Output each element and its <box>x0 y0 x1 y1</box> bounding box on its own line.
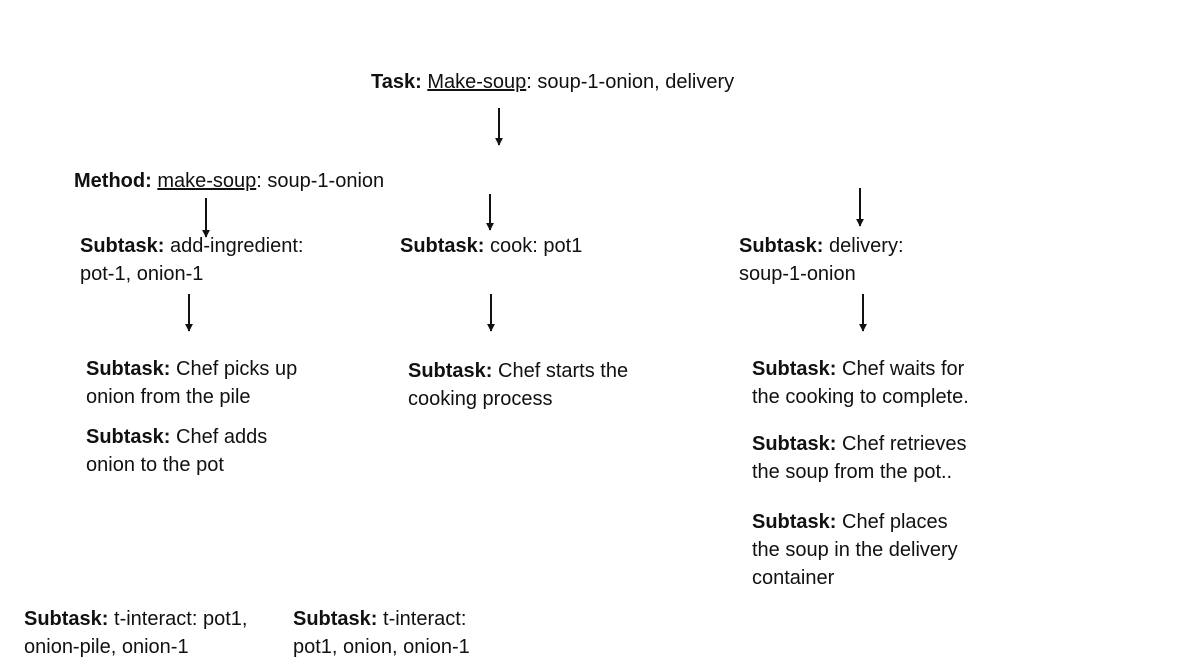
subtask-text: Chef retrieves <box>836 433 967 455</box>
task-name: Make-soup <box>427 71 527 93</box>
subtask-text: t-interact: pot1, <box>108 608 248 630</box>
subtask-label: Subtask: <box>752 511 837 533</box>
subtask-label: Subtask: <box>752 433 837 455</box>
subtask-text: soup-1-onion <box>739 263 856 285</box>
subtask-label: Subtask: <box>752 358 837 380</box>
subtask-t-interact-2: Subtask: t-interact: pot1, onion, onion-… <box>293 605 470 661</box>
subtask-add-ingredient: Subtask: add-ingredient: pot-1, onion-1 <box>80 232 303 288</box>
subtask-text: Chef places <box>836 511 948 533</box>
subtask-wait-cooking: Subtask: Chef waits for the cooking to c… <box>752 355 969 411</box>
subtask-text: onion-pile, onion-1 <box>24 636 189 658</box>
subtask-text: the cooking to complete. <box>752 386 969 408</box>
subtask-text: t-interact: <box>377 608 467 630</box>
method-node: Method: make-soup: soup-1-onion <box>74 167 384 195</box>
subtask-t-interact-1: Subtask: t-interact: pot1, onion-pile, o… <box>24 605 247 661</box>
subtask-delivery: Subtask: delivery: soup-1-onion <box>739 232 904 288</box>
subtask-text: Chef starts the <box>492 360 629 382</box>
subtask-text: Chef picks up <box>170 358 298 380</box>
subtask-label: Subtask: <box>80 235 165 257</box>
subtask-label: Subtask: <box>86 358 171 380</box>
subtask-text: pot-1, onion-1 <box>80 263 204 285</box>
subtask-start-cooking: Subtask: Chef starts the cooking process <box>408 357 628 413</box>
method-name: make-soup <box>157 170 257 192</box>
subtask-label: Subtask: <box>293 608 378 630</box>
subtask-text: onion from the pile <box>86 386 251 408</box>
subtask-text: add-ingredient: <box>164 235 304 257</box>
subtask-text: container <box>752 567 835 589</box>
subtask-text: Chef adds <box>170 426 268 448</box>
subtask-pickup-onion: Subtask: Chef picks up onion from the pi… <box>86 355 297 411</box>
subtask-place-soup: Subtask: Chef places the soup in the del… <box>752 508 958 592</box>
method-label: Method: <box>74 170 152 192</box>
subtask-text: pot1, onion, onion-1 <box>293 636 470 658</box>
task-args: : soup-1-onion, delivery <box>526 71 735 93</box>
subtask-label: Subtask: <box>400 235 485 257</box>
subtask-add-onion: Subtask: Chef adds onion to the pot <box>86 423 267 479</box>
subtask-label: Subtask: <box>408 360 493 382</box>
subtask-text: delivery: <box>823 235 904 257</box>
task-label: Task: <box>371 71 422 93</box>
subtask-text: the soup in the delivery <box>752 539 958 561</box>
subtask-text: the soup from the pot.. <box>752 461 953 483</box>
subtask-label: Subtask: <box>86 426 171 448</box>
subtask-text: cooking process <box>408 388 553 410</box>
task-node: Task: Make-soup: soup-1-onion, delivery <box>371 68 734 96</box>
subtask-text: Chef waits for <box>836 358 965 380</box>
subtask-label: Subtask: <box>24 608 109 630</box>
subtask-text: onion to the pot <box>86 454 224 476</box>
subtask-label: Subtask: <box>739 235 824 257</box>
method-args: : soup-1-onion <box>256 170 385 192</box>
subtask-cook: Subtask: cook: pot1 <box>400 232 582 260</box>
subtask-text: cook: pot1 <box>484 235 583 257</box>
subtask-retrieve-soup: Subtask: Chef retrieves the soup from th… <box>752 430 967 486</box>
